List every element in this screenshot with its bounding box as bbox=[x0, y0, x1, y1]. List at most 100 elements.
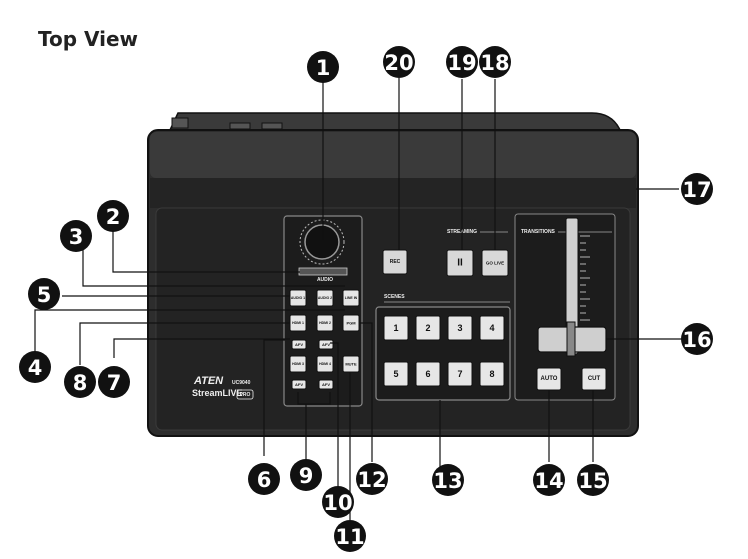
callout-number: 19 bbox=[447, 51, 476, 75]
rec-label: REC bbox=[390, 259, 401, 265]
callout-number: 7 bbox=[107, 371, 122, 395]
callout-number: 18 bbox=[480, 51, 509, 75]
port-icon bbox=[229, 122, 251, 130]
scene-button-7[interactable]: 7 bbox=[447, 361, 473, 387]
afv-button-3[interactable]: AFV bbox=[291, 379, 307, 390]
hdmi-button-1[interactable]: HDMI 1 bbox=[289, 314, 307, 332]
mute-button bbox=[342, 355, 360, 373]
scene-button-5-label: 5 bbox=[393, 369, 398, 379]
callout-number: 10 bbox=[323, 491, 352, 515]
leader-lines bbox=[34, 78, 684, 520]
scene-button-2[interactable]: 2 bbox=[415, 315, 441, 341]
audio-button-1[interactable]: AUDIO 1 bbox=[289, 289, 307, 307]
pause-button bbox=[446, 249, 474, 277]
callout-7: 7 bbox=[98, 366, 130, 398]
scene-button-3-label: 3 bbox=[457, 323, 462, 333]
scene-button-2-label: 2 bbox=[425, 323, 430, 333]
afv-button-1[interactable]: AFV bbox=[291, 339, 307, 350]
pgm-label: PGM bbox=[346, 321, 356, 326]
callout-number: 15 bbox=[578, 469, 607, 493]
port-icon bbox=[261, 122, 283, 130]
callout-16: 16 bbox=[681, 323, 713, 355]
rec-button bbox=[382, 249, 408, 275]
afv-button-3-label: AFV bbox=[295, 382, 303, 387]
port-icon bbox=[171, 117, 189, 129]
callout-number: 11 bbox=[335, 525, 364, 549]
model-label: UC9040 bbox=[232, 380, 251, 386]
callout-11: 11 bbox=[334, 520, 366, 552]
callout-2: 2 bbox=[97, 200, 129, 232]
callout-number: 3 bbox=[69, 225, 84, 249]
callout-number: 20 bbox=[384, 51, 413, 75]
callout-14: 14 bbox=[533, 464, 565, 496]
hdmi-button-2-label: HDMI 2 bbox=[319, 321, 331, 325]
scene-button-3[interactable]: 3 bbox=[447, 315, 473, 341]
audio-button-2-label: AUDIO 2 bbox=[318, 296, 332, 300]
page-title: Top View bbox=[38, 27, 139, 51]
callout-13: 13 bbox=[432, 464, 464, 496]
brand-logo: ATEN bbox=[193, 375, 224, 387]
hdmi-button-3[interactable]: HDMI 3 bbox=[289, 355, 307, 373]
scene-button-7-label: 7 bbox=[457, 369, 462, 379]
go-live-label: GO LIVE bbox=[486, 261, 504, 266]
afv-button-1-label: AFV bbox=[295, 342, 303, 347]
afv-button-4[interactable]: AFV bbox=[318, 379, 334, 390]
callout-number: 4 bbox=[28, 356, 43, 380]
scene-button-4[interactable]: 4 bbox=[479, 315, 505, 341]
afv-button-2[interactable]: AFV bbox=[318, 339, 334, 350]
callout-1: 1 bbox=[307, 51, 339, 83]
callout-number: 14 bbox=[534, 469, 563, 493]
cut-button bbox=[581, 367, 607, 391]
hdmi-button-3-label: HDMI 3 bbox=[292, 362, 304, 366]
callout-15: 15 bbox=[577, 464, 609, 496]
scenes-section bbox=[375, 306, 511, 401]
afv-button-4-label: AFV bbox=[322, 382, 330, 387]
callout-number: 1 bbox=[316, 56, 331, 80]
device-top-band bbox=[150, 132, 636, 178]
audio-level-meter bbox=[298, 267, 348, 276]
scene-button-8[interactable]: 8 bbox=[479, 361, 505, 387]
pause-label: II bbox=[457, 258, 463, 269]
volume-knob bbox=[304, 224, 340, 260]
callout-6: 6 bbox=[248, 463, 280, 495]
audio-label: AUDIO bbox=[317, 277, 333, 283]
callout-8: 8 bbox=[64, 366, 96, 398]
scene-button-4-label: 4 bbox=[489, 323, 494, 333]
callout-12: 12 bbox=[356, 463, 388, 495]
audio-button-1-label: AUDIO 1 bbox=[291, 296, 305, 300]
callout-number: 5 bbox=[37, 283, 52, 307]
audio-button-2[interactable]: AUDIO 2 bbox=[316, 289, 334, 307]
product-suffix: PRO bbox=[240, 392, 251, 398]
scene-button-5[interactable]: 5 bbox=[383, 361, 409, 387]
callout-number: 8 bbox=[73, 371, 88, 395]
audio-button-3[interactable]: LINE IN bbox=[342, 289, 360, 307]
product-suffix-badge bbox=[236, 389, 254, 400]
callout-number: 16 bbox=[682, 328, 711, 352]
callout-9: 9 bbox=[290, 459, 322, 491]
auto-label: AUTO bbox=[541, 376, 558, 382]
hdmi-button-2[interactable]: HDMI 2 bbox=[316, 314, 334, 332]
transitions-label: TRANSITIONS bbox=[521, 229, 556, 235]
callout-number: 17 bbox=[682, 178, 711, 202]
callout-3: 3 bbox=[60, 220, 92, 252]
cut-label: CUT bbox=[588, 376, 601, 382]
callout-number: 9 bbox=[299, 464, 314, 488]
scene-button-6[interactable]: 6 bbox=[415, 361, 441, 387]
scene-button-8-label: 8 bbox=[489, 369, 494, 379]
callout-number: 2 bbox=[106, 205, 121, 229]
callout-number: 12 bbox=[357, 468, 386, 492]
callout-number: 13 bbox=[433, 469, 462, 493]
hdmi-button-4[interactable]: HDMI 4 bbox=[316, 355, 334, 373]
afv-button-2-label: AFV bbox=[322, 342, 330, 347]
audio-button-3-label: LINE IN bbox=[345, 296, 358, 300]
callout-18: 18 bbox=[479, 46, 511, 78]
scene-button-6-label: 6 bbox=[425, 369, 430, 379]
scene-button-1-label: 1 bbox=[393, 323, 398, 333]
scene-button-1[interactable]: 1 bbox=[383, 315, 409, 341]
callout-4: 4 bbox=[19, 351, 51, 383]
scenes-label: SCENES bbox=[384, 294, 405, 300]
pgm-button bbox=[342, 314, 360, 332]
knob-scale bbox=[299, 219, 345, 265]
hdmi-button-4-label: HDMI 4 bbox=[319, 362, 331, 366]
